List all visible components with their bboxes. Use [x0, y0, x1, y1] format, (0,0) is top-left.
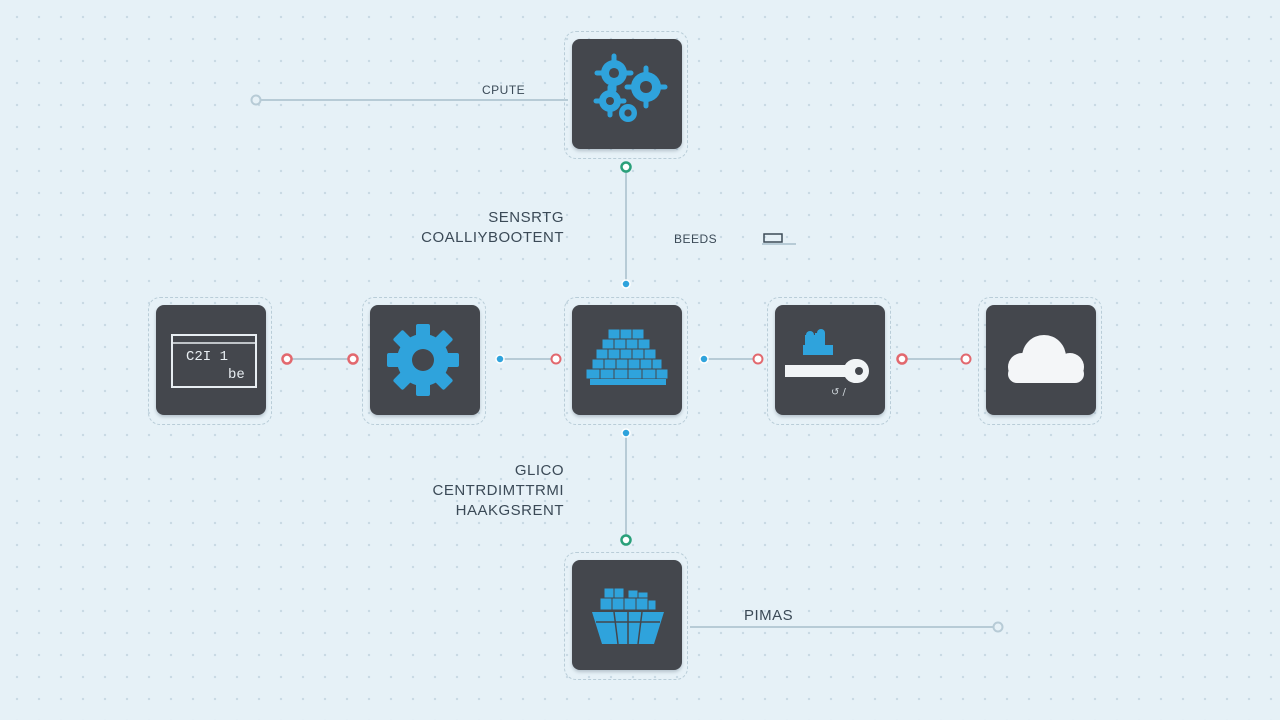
node-gear-tile[interactable]	[370, 305, 480, 415]
port-dot-red	[752, 353, 764, 365]
label-left-upper-1: SENSRTG	[488, 209, 564, 226]
node-terminal-tile[interactable]: C2I 1 be	[156, 305, 266, 415]
port-dot-blue	[621, 428, 631, 438]
port-dot-green	[620, 161, 632, 173]
port-dot-green	[620, 534, 632, 546]
port-dot-red	[896, 353, 908, 365]
label-bottom-right: PIMAS	[744, 607, 794, 624]
endpoint-dot	[992, 621, 1004, 633]
port-dot-blue	[699, 354, 709, 364]
node-terminal[interactable]: C2I 1 be	[148, 297, 272, 425]
label-left-upper-2: COALLIYBOOTENT	[421, 229, 564, 246]
label-left-lower-1: GLICO	[514, 462, 564, 479]
port-dot-red	[281, 353, 293, 365]
node-key[interactable]: ↺ /	[767, 297, 891, 425]
beeds-marker-icon	[763, 233, 783, 243]
port-dot-blue	[495, 354, 505, 364]
port-dot-red	[550, 353, 562, 365]
port-dot-red	[960, 353, 972, 365]
node-cloud[interactable]	[978, 297, 1102, 425]
node-key-tile[interactable]: ↺ /	[775, 305, 885, 415]
terminal-text-line1: C2I 1	[186, 349, 229, 365]
node-bottom[interactable]	[564, 552, 688, 680]
label-left-lower-2: CENTRDIMTTRMI	[432, 482, 564, 499]
port-dot-blue	[621, 279, 631, 289]
node-cloud-tile[interactable]	[986, 305, 1096, 415]
node-center[interactable]	[564, 297, 688, 425]
terminal-text-line2: be	[228, 367, 245, 383]
key-icon: ↺ /	[785, 329, 869, 398]
gear-icon	[387, 324, 459, 396]
cloud-icon	[1008, 335, 1084, 383]
node-top-tile[interactable]	[572, 39, 682, 149]
terminal-icon	[171, 334, 257, 388]
container-stack-icon	[585, 328, 669, 385]
endpoint-dot	[250, 94, 262, 106]
node-center-tile[interactable]	[572, 305, 682, 415]
label-left-lower-3: HAAKGSRENT	[455, 502, 564, 519]
label-top: CPUTE	[482, 83, 526, 97]
node-gear[interactable]	[362, 297, 486, 425]
node-bottom-tile[interactable]	[572, 560, 682, 670]
node-top[interactable]	[564, 31, 688, 159]
gears-icon	[593, 53, 668, 122]
port-dot-red	[347, 353, 359, 365]
svg-text:↺ /: ↺ /	[831, 387, 847, 398]
label-right-upper: BEEDS	[674, 232, 718, 246]
ship-icon	[592, 587, 664, 645]
